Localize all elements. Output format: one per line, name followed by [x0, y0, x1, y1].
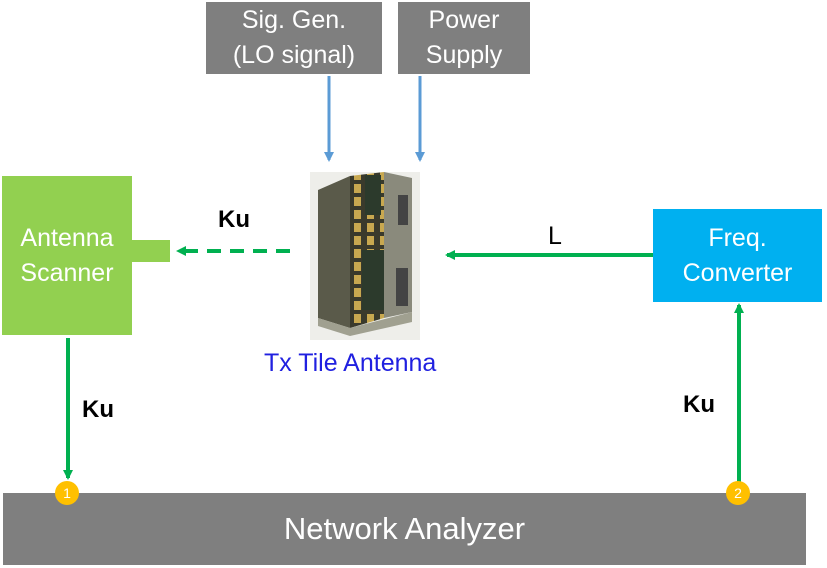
signal-generator-line2: (LO signal)	[232, 41, 356, 69]
ku-radiated-label: Ku	[218, 206, 250, 233]
port-1-marker: 1	[55, 481, 79, 505]
tx-tile-antenna-image	[310, 172, 420, 340]
ku-left-label: Ku	[82, 396, 114, 423]
network-analyzer-block: Network Analyzer	[3, 493, 806, 565]
ku-right-label: Ku	[683, 391, 715, 418]
port-2-marker: 2	[726, 481, 750, 505]
power-supply-line1: Power	[428, 6, 500, 34]
network-analyzer-label: Network Analyzer	[283, 511, 526, 546]
signal-generator-line1: Sig. Gen.	[241, 6, 347, 34]
antenna-scanner-line1: Antenna	[20, 223, 114, 252]
antenna-scanner-probe	[132, 240, 170, 262]
freq-converter-block: Freq. Converter	[653, 209, 822, 302]
freq-converter-line1: Freq.	[708, 223, 767, 252]
l-band-label: L	[548, 222, 562, 250]
power-supply-block: Power Supply	[398, 2, 530, 74]
antenna-scanner-block: Antenna Scanner	[2, 176, 132, 335]
freq-converter-line2: Converter	[682, 258, 793, 287]
power-supply-line2: Supply	[425, 41, 503, 69]
signal-generator-block: Sig. Gen. (LO signal)	[206, 2, 382, 74]
antenna-scanner-line2: Scanner	[20, 258, 114, 287]
tx-tile-antenna-label: Tx Tile Antenna	[264, 349, 437, 377]
